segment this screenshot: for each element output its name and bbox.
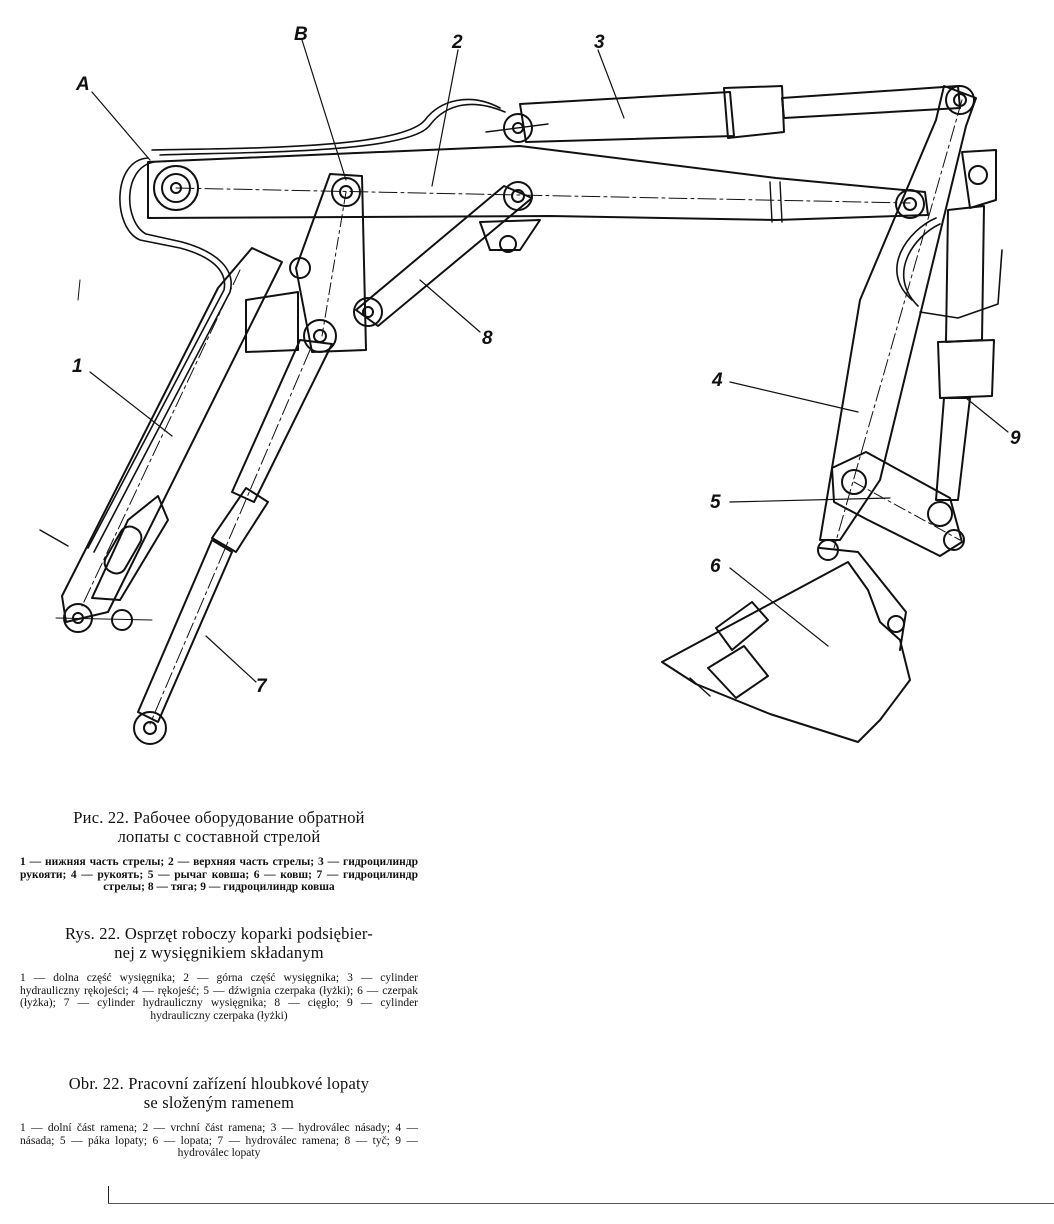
lower-boom-part	[61, 247, 299, 623]
label-2: 2	[451, 32, 463, 53]
excavator-backhoe-drawing: A B 2 3 1 8 4 9 5 6 7	[39, 24, 1021, 745]
caption-pl-title-2: nej z wysięgnikiem składanym	[114, 943, 324, 962]
base-pins	[39, 529, 153, 633]
caption-pl-title-1: Rys. 22. Osprzęt roboczy koparki podsięb…	[65, 924, 373, 943]
label-9: 9	[1010, 428, 1021, 449]
page-rule-vertical	[108, 1186, 109, 1204]
bucket-cylinder	[935, 149, 997, 501]
caption-ru-title-2: лопаты с составной стрелой	[117, 827, 321, 846]
label-7: 7	[256, 676, 268, 697]
articulation-link	[289, 173, 367, 353]
caption-pl: Rys. 22. Osprzęt roboczy koparki podsięb…	[20, 924, 418, 1022]
label-1: 1	[72, 356, 83, 377]
label-6: 6	[710, 556, 721, 577]
caption-cz: Obr. 22. Pracovní zařízení hloubkové lop…	[20, 1074, 418, 1160]
label-B: B	[294, 24, 308, 45]
upper-boom-part	[147, 145, 929, 253]
bucket	[661, 539, 911, 743]
caption-ru-legend: 1 — нижняя часть стрелы; 2 — верхняя час…	[20, 856, 418, 893]
page-rule-horizontal	[108, 1203, 1054, 1204]
caption-cz-legend: 1 — dolní část ramena; 2 — vrchní část r…	[20, 1122, 418, 1159]
caption-cz-title-2: se složeným ramenem	[143, 1093, 295, 1112]
leader-lines	[89, 39, 1009, 683]
caption-ru-title-1: Рис. 22. Рабочее оборудование обратной	[73, 808, 365, 827]
label-5: 5	[710, 492, 721, 513]
caption-ru: Рис. 22. Рабочее оборудование обратной л…	[20, 808, 418, 894]
stick-cylinder	[485, 85, 961, 143]
tie-rod	[353, 181, 533, 327]
figure-labels: A B 2 3 1 8 4 9 5 6 7	[72, 24, 1021, 697]
boom-cylinder	[133, 339, 333, 745]
label-A: A	[75, 74, 90, 95]
caption-pl-legend: 1 — dolna część wysięgnika; 2 — górna cz…	[20, 972, 418, 1022]
stick-arm	[819, 85, 977, 549]
caption-cz-title-1: Obr. 22. Pracovní zařízení hloubkové lop…	[68, 1074, 370, 1093]
bucket-lever	[831, 451, 965, 557]
label-3: 3	[594, 32, 605, 53]
hydraulic-hoses	[87, 98, 1003, 553]
label-8: 8	[482, 328, 493, 349]
label-4: 4	[711, 370, 723, 391]
